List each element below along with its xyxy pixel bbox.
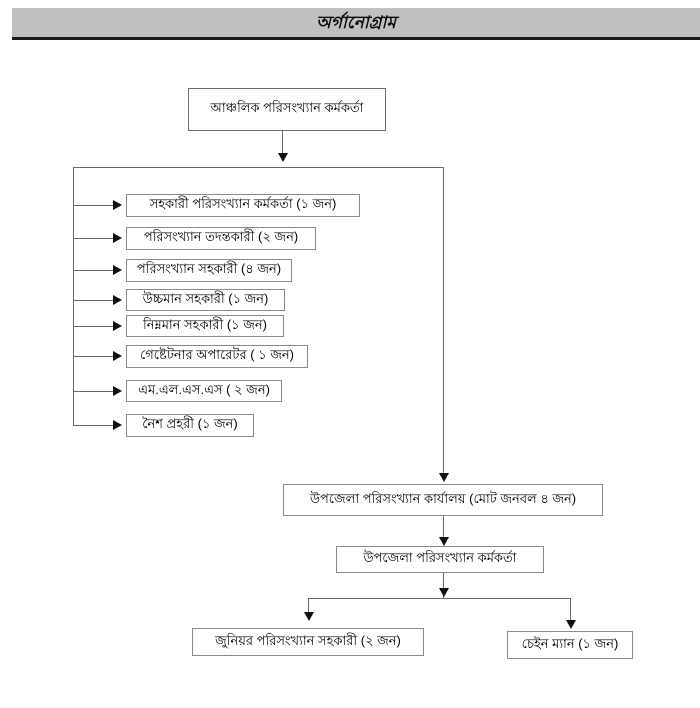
arrow-branch-2 xyxy=(113,233,122,243)
node-upazila-officer[interactable]: উপজেলা পরিসংখ্যান কর্মকর্তা xyxy=(336,546,544,573)
arrow-branch-7 xyxy=(113,386,122,396)
connector-bracket-top xyxy=(73,167,443,168)
connector-branch-2 xyxy=(73,238,114,239)
connector-branch-3 xyxy=(73,270,114,271)
node-regional-staff-7[interactable]: এম.এল.এস.এস ( ২ জন) xyxy=(126,380,282,402)
arrow-to-junior-statistical-assistant xyxy=(304,612,314,621)
node-label: পরিসংখ্যান তদন্তকারী (২ জন) xyxy=(143,229,299,244)
arrow-to-chain-man xyxy=(566,620,576,629)
arrow-branch-6 xyxy=(113,351,122,361)
node-label: উপজেলা পরিসংখ্যান কার্যালয় (মোট জনবল ৪ … xyxy=(309,490,577,506)
arrow-branch-8 xyxy=(113,420,122,430)
node-label: এম.এল.এস.এস ( ২ জন) xyxy=(138,381,270,397)
node-regional-staff-1[interactable]: সহকারী পরিসংখ্যান কর্মকর্তা (১ জন) xyxy=(126,194,360,217)
arrow-officer-center xyxy=(439,588,449,597)
connector-officer-stem xyxy=(443,573,444,598)
connector-fork-left-leg xyxy=(308,598,309,618)
connector-branch-6 xyxy=(73,356,114,357)
node-upazila-office[interactable]: উপজেলা পরিসংখ্যান কার্যালয় (মোট জনবল ৪ … xyxy=(283,484,603,516)
connector-branch-1 xyxy=(73,205,114,206)
connector-fork-bar xyxy=(308,598,571,599)
arrow-branch-3 xyxy=(113,265,122,275)
connector-bracket-spine xyxy=(73,167,74,425)
connector-branch-5 xyxy=(73,326,114,327)
node-junior-statistical-assistant[interactable]: জুনিয়র পরিসংখ্যান সহকারী (২ জন) xyxy=(192,628,424,656)
node-label: নিম্নমান সহকারী (১ জন) xyxy=(143,316,267,332)
arrow-root-to-bracket xyxy=(278,153,288,162)
page-title: অর্গানোগ্রাম xyxy=(316,13,396,32)
node-chain-man[interactable]: চেইন ম্যান (১ জন) xyxy=(507,631,633,659)
connector-branch-8 xyxy=(73,425,114,426)
arrow-branch-5 xyxy=(113,321,122,331)
connector-bracket-right-drop xyxy=(443,167,444,477)
node-label: পরিসংখ্যান সহকারী (৪ জন) xyxy=(136,261,282,276)
node-regional-staff-4[interactable]: উচ্চমান সহকারী (১ জন) xyxy=(126,289,285,311)
node-label: উপজেলা পরিসংখ্যান কর্মকর্তা xyxy=(363,550,517,565)
connector-branch-4 xyxy=(73,300,114,301)
node-label: নৈশ প্রহরী (১ জন) xyxy=(142,416,238,431)
arrow-office-to-officer xyxy=(439,537,449,546)
node-regional-staff-8[interactable]: নৈশ প্রহরী (১ জন) xyxy=(126,414,254,437)
connector-root-stem xyxy=(282,131,283,160)
node-label: গেষ্টেটনার অপারেটর ( ১ জন) xyxy=(140,347,294,362)
connector-branch-7 xyxy=(73,391,114,392)
connector-office-to-officer xyxy=(443,516,444,544)
arrow-branch-4 xyxy=(113,295,122,305)
arrow-to-upazila-office xyxy=(439,473,449,482)
header-band: অর্গানোগ্রাম xyxy=(12,8,700,40)
node-label: চেইন ম্যান (১ জন) xyxy=(521,635,619,651)
connector-fork-right-leg xyxy=(570,598,571,626)
arrow-branch-1 xyxy=(113,200,122,210)
node-label: জুনিয়র পরিসংখ্যান সহকারী (২ জন) xyxy=(215,632,401,648)
node-label: আঞ্চলিক পরিসংখ্যান কর্মকর্তা xyxy=(210,100,364,115)
node-regional-staff-3[interactable]: পরিসংখ্যান সহকারী (৪ জন) xyxy=(126,259,292,282)
node-label: সহকারী পরিসংখ্যান কর্মকর্তা (১ জন) xyxy=(149,196,337,211)
node-regional-staff-2[interactable]: পরিসংখ্যান তদন্তকারী (২ জন) xyxy=(126,227,316,250)
node-label: উচ্চমান সহকারী (১ জন) xyxy=(142,290,269,306)
node-regional-staff-5[interactable]: নিম্নমান সহকারী (১ জন) xyxy=(126,315,284,337)
node-regional-statistics-officer[interactable]: আঞ্চলিক পরিসংখ্যান কর্মকর্তা xyxy=(188,88,386,131)
node-regional-staff-6[interactable]: গেষ্টেটনার অপারেটর ( ১ জন) xyxy=(126,345,308,368)
